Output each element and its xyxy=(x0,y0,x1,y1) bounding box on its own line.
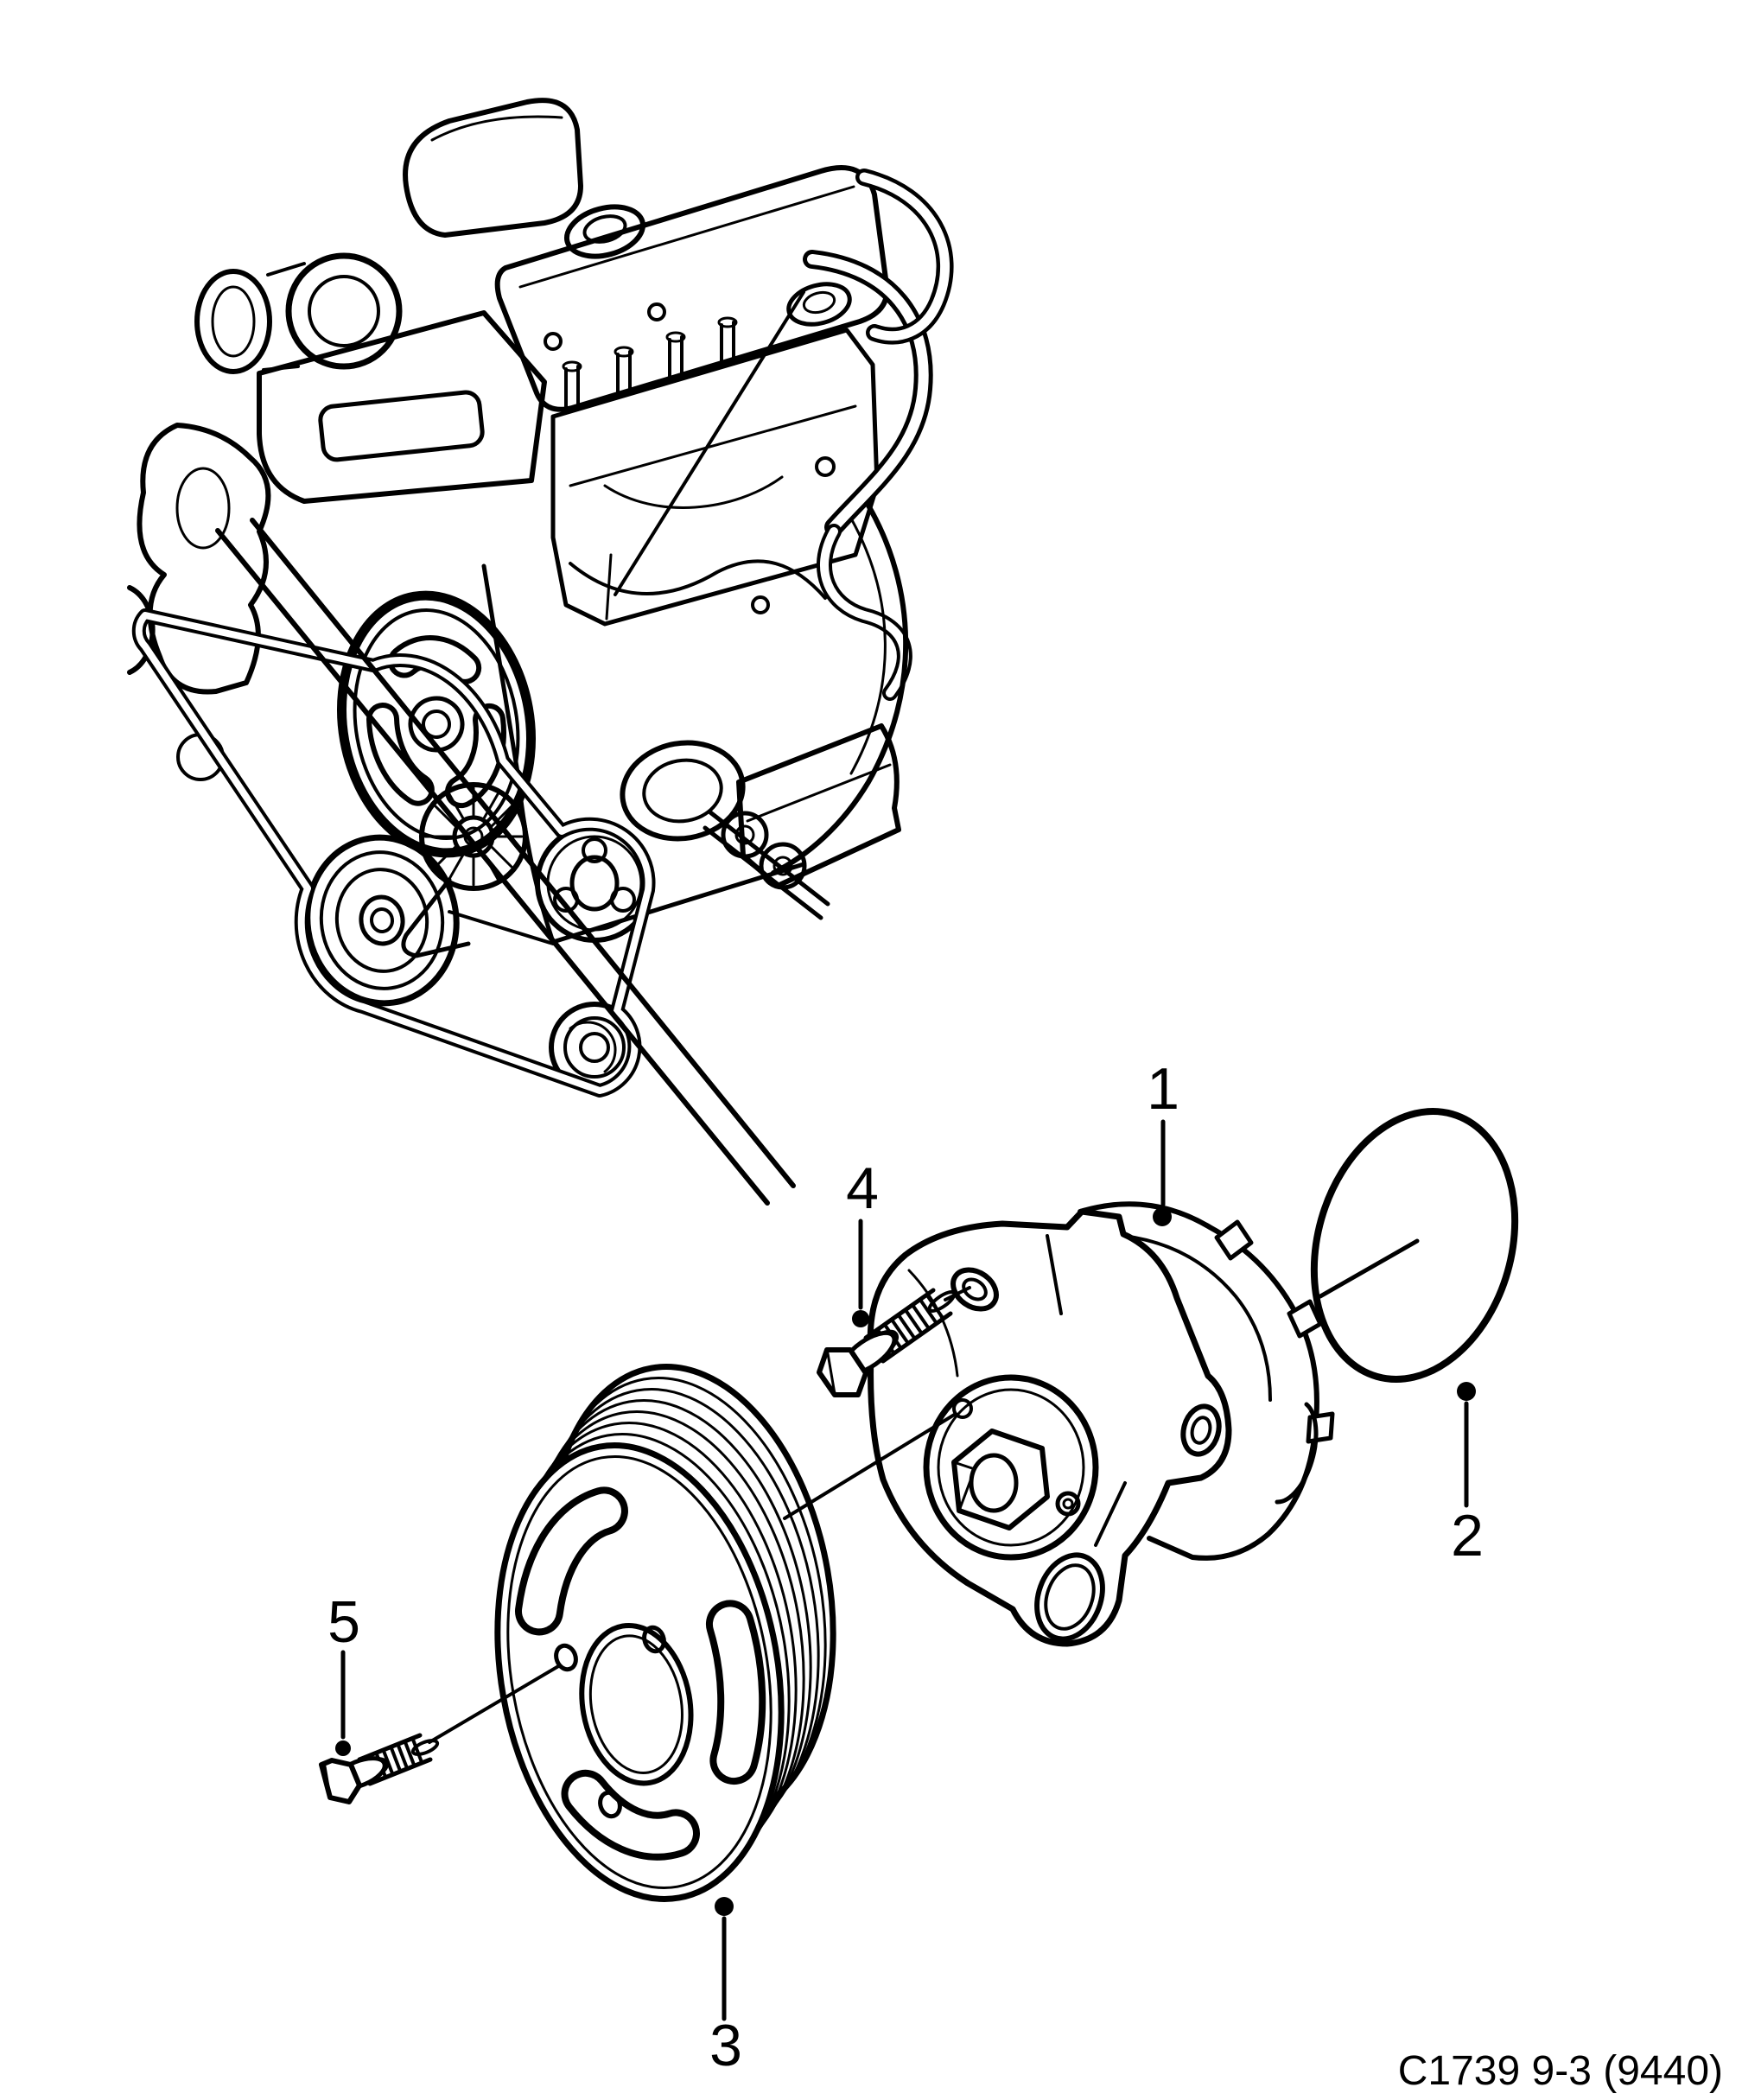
gasket-part-2 xyxy=(1284,1087,1545,1403)
pump-to-pulley-line xyxy=(785,1414,956,1518)
water-pump-part-1 xyxy=(785,1204,1417,1648)
callout-4: 4 xyxy=(846,1155,879,1327)
ps-pulley xyxy=(322,581,551,869)
callout-1-label: 1 xyxy=(1147,1056,1179,1122)
callout-2: 2 xyxy=(1451,1382,1484,1569)
callout-1: 1 xyxy=(1147,1056,1179,1226)
belt-drive xyxy=(130,581,828,1091)
callout-4-dot xyxy=(852,1310,869,1327)
callout-3: 3 xyxy=(709,1897,742,2078)
pump-hex-nut xyxy=(954,1431,1047,1528)
pump-body xyxy=(1080,1204,1332,1558)
callout-4-label: 4 xyxy=(846,1155,879,1221)
locator-lines xyxy=(218,520,793,1203)
drive-belt xyxy=(139,615,649,1091)
bolt5-leader-line xyxy=(429,1665,560,1742)
bracket-rollers xyxy=(705,812,828,918)
pump-to-gasket-line xyxy=(1320,1241,1417,1296)
callout-5: 5 xyxy=(327,1589,360,1756)
pulley-part-3 xyxy=(463,1344,867,1922)
callout-5-label: 5 xyxy=(327,1589,360,1655)
injector-studs xyxy=(563,318,736,410)
engine-illustration xyxy=(130,100,945,1091)
callout-3-label: 3 xyxy=(709,2013,742,2078)
bolt4-leader-line xyxy=(945,1288,970,1300)
pump-hub xyxy=(926,1378,1096,1557)
callout-3-dot xyxy=(715,1897,734,1916)
pulley-face xyxy=(463,1422,815,1922)
callout-2-label: 2 xyxy=(1451,1503,1484,1569)
figure-caption: C1739 9-3 (9440) xyxy=(1398,2048,1723,2094)
coolant-hoses xyxy=(812,177,945,693)
bolt-part-5 xyxy=(321,1665,560,1802)
bolt-part-4 xyxy=(819,1288,970,1395)
callout-2-dot xyxy=(1457,1382,1476,1401)
callout-1-dot xyxy=(1153,1207,1172,1226)
callout-5-dot xyxy=(335,1740,351,1756)
